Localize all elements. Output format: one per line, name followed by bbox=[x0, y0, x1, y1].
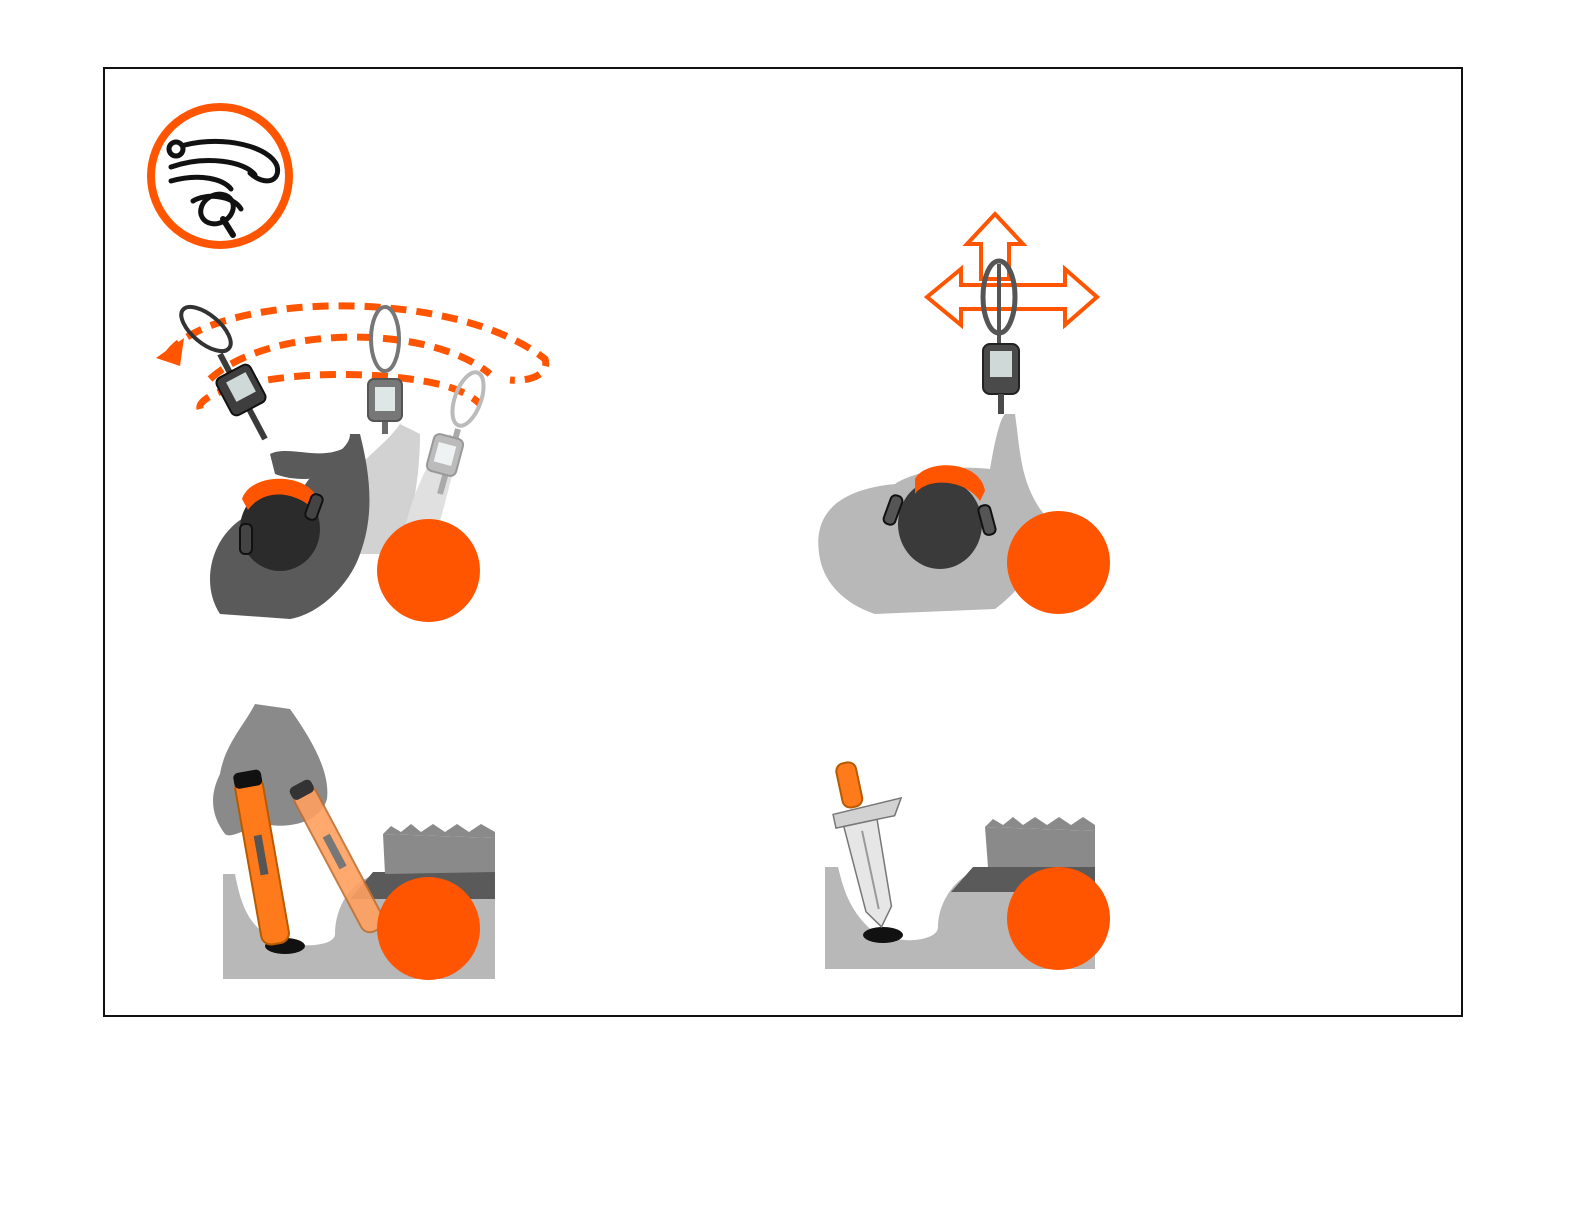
step-2-badge bbox=[1007, 511, 1110, 614]
step-3-badge bbox=[377, 877, 480, 980]
step-1-badge bbox=[377, 519, 480, 622]
sweep-detector-illustration bbox=[150, 284, 550, 624]
page-frame bbox=[103, 67, 1463, 1017]
step-4-badge bbox=[1007, 867, 1110, 970]
logo bbox=[145, 101, 295, 251]
step-1-panel bbox=[150, 284, 550, 624]
detector-search-logo-icon bbox=[145, 101, 295, 251]
